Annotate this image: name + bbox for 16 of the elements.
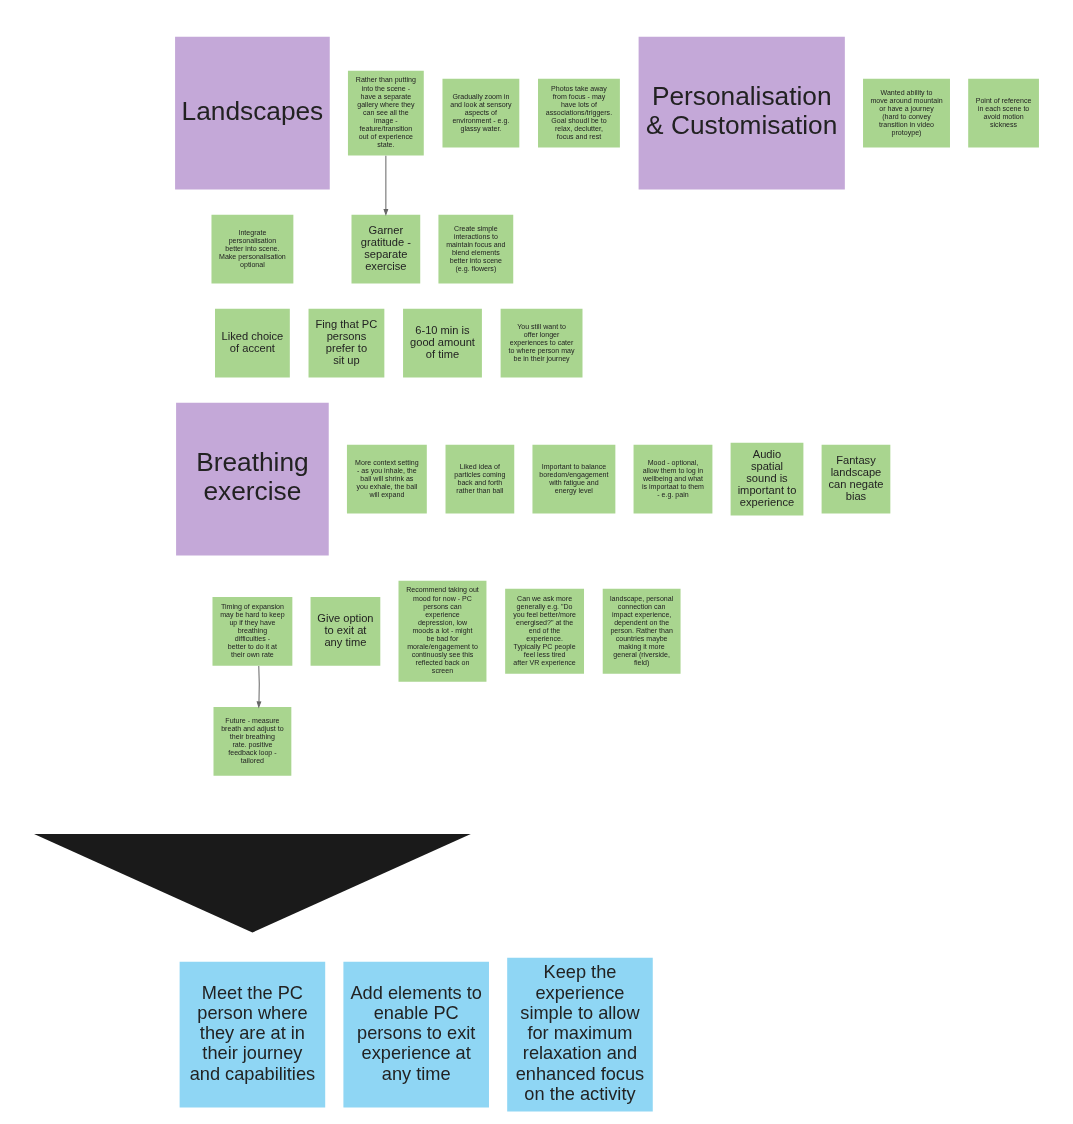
- node-box: Liked choice of accent: [215, 308, 290, 378]
- node-box: Personalisation & Customisation: [638, 36, 845, 190]
- node-box: Meet the PC person where they are at in their journey and capabilities: [179, 961, 326, 1108]
- node-triangle: [34, 834, 471, 933]
- node-box: Add elements to enable PC persons to exit experience at any time: [343, 961, 489, 1108]
- node-box: Fing that PC persons prefer to sit up: [308, 308, 385, 378]
- node-box: Landscapes: [175, 36, 330, 190]
- arrow: [256, 665, 262, 709]
- node-box: Give option to exit at any time: [310, 596, 381, 666]
- node-box: Breathing exercise: [176, 402, 329, 556]
- node-box: Garner gratitude - separate exercise: [351, 214, 421, 284]
- node-box: Audio spatial sound is important to experience: [730, 442, 804, 516]
- node-box: Fantasy landscape can negate bias: [821, 444, 891, 514]
- arrow: [383, 155, 389, 217]
- node-box: 6-10 min is good amount of time: [403, 308, 482, 378]
- node-box: Keep the experience simple to allow for maximum relaxation and enhanced focus on the activity: [507, 957, 653, 1112]
